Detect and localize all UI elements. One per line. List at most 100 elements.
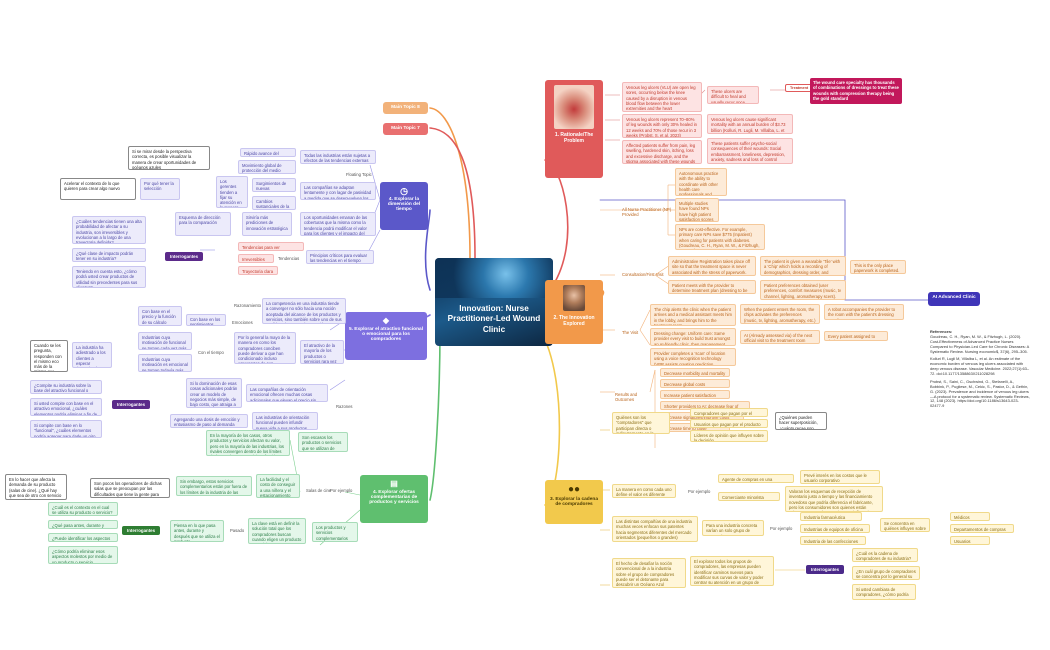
funcional-o[interactable]: Agregando una dosis de emoción y entusia…: [170, 414, 248, 428]
funcional-d[interactable]: Con base en los sentimientos: [186, 314, 226, 326]
visit-4[interactable]: Dressing change: Uniform care: Same prov…: [650, 328, 736, 346]
funcional-c[interactable]: Con base en el precio y la función de su…: [138, 306, 182, 326]
cadena-q3b[interactable]: Industria farmacéutica: [800, 512, 862, 521]
funcional-i[interactable]: Industrias cuya motivación de funcional …: [138, 332, 192, 350]
visit-3[interactable]: A robot accompanies the provider to the …: [824, 304, 904, 320]
comp-h[interactable]: En lo hacer que afecta la demanda de su …: [5, 474, 67, 500]
ai-advanced-clinic[interactable]: AI Advanced Clinic: [928, 292, 980, 306]
tiempo-s[interactable]: Trayectoria clara: [238, 266, 278, 275]
consult-1[interactable]: Administrative Registration takes place …: [668, 256, 756, 276]
cadena-q3h[interactable]: Usuarios: [950, 536, 990, 545]
funcional-razones[interactable]: Razones: [336, 404, 353, 409]
tiempo-q[interactable]: Tendencias para ver: [238, 242, 304, 251]
topic-cadena[interactable]: ●● 3. Explorar la cadena de compradores: [545, 480, 603, 524]
funcional-k[interactable]: Cuando se les pregunta, responden con el…: [30, 340, 68, 372]
comp-i3[interactable]: ¿Puede identificar los aspectos molestos…: [48, 533, 118, 542]
topic-complementarias[interactable]: ▤ 4. Explorar ofertas complementarias de…: [360, 475, 428, 523]
np-3[interactable]: NPs are cost-effective. For example, pri…: [675, 224, 765, 250]
comp-c[interactable]: Sin embargo, estos servicios complementa…: [176, 476, 252, 496]
cadena-q4a[interactable]: El explorar todos los grupos de comprado…: [690, 556, 774, 586]
comp-pasado[interactable]: Pasado: [230, 528, 245, 533]
funcional-p[interactable]: Las industrias de orientación funcional …: [252, 412, 318, 430]
comp-g[interactable]: Son pocos los operadores de dichas salas…: [90, 478, 170, 498]
cadena-q3[interactable]: Las distintas compañías de una industria…: [612, 516, 698, 542]
cadena-q1d[interactable]: ¿Quiénes pueden hacer superposición, ¿cu…: [775, 412, 827, 430]
funcional-n[interactable]: Las compañías de orientación emocional o…: [246, 384, 328, 402]
cadena-q3c[interactable]: Industrias de equipos de oficina: [800, 524, 870, 533]
comp-i2[interactable]: ¿Qué pasa antes, durante y después?: [48, 520, 118, 529]
tiempo-h[interactable]: Los gerentes tienden a fijar su atención…: [216, 176, 248, 208]
comp-interrogantes[interactable]: Interrogantes: [122, 526, 161, 535]
cadena-interrogantes[interactable]: Interrogantes: [806, 565, 845, 574]
funcional-con-tiempo[interactable]: Con el tiempo: [198, 350, 224, 355]
tiempo-l[interactable]: Sirviría más prediciones de innovación e…: [242, 212, 292, 236]
tiempo-t[interactable]: Tendencias: [278, 256, 300, 261]
funcional-l[interactable]: La industria ha adiestrado a los cliente…: [72, 342, 112, 368]
rationale-b6[interactable]: These patients suffer psycho-social cons…: [707, 138, 793, 164]
cadena-q2a[interactable]: Agente de compras en una corporación: [718, 474, 794, 483]
topic-rationale[interactable]: 1. Rationale/The Problem: [545, 80, 603, 178]
topic-innovation[interactable]: 2. The Innovation Explored: [545, 280, 603, 344]
comp-ejemplo[interactable]: Por ejemplo: [330, 488, 353, 493]
cadena-q2d[interactable]: Valoran los esquemas de recepción de inv…: [785, 486, 883, 512]
comp-salas-cine[interactable]: Salas de cine: [306, 488, 332, 493]
topic-tiempo[interactable]: ◷ 4. Explorar la dimensión del tiempo: [380, 182, 428, 230]
rationale-b3[interactable]: Venous leg ulcers represent 70–80% of le…: [622, 114, 702, 138]
treatment-note[interactable]: The wound care specialty has thousands o…: [810, 78, 902, 104]
the-visit[interactable]: The Visit: [622, 330, 639, 335]
visit-2[interactable]: When the patient enters the room, the ch…: [740, 304, 820, 324]
cadena-ejemplo-2[interactable]: Por ejemplo: [770, 526, 793, 531]
funcional-emociones[interactable]: Emociones: [232, 320, 253, 325]
cadena-q1b[interactable]: Usuarios que pagan por el producto: [690, 419, 768, 428]
cadena-q4[interactable]: El hecho de desafiar la noción convencio…: [612, 558, 686, 588]
floating-topic[interactable]: Floating Topic: [346, 172, 372, 177]
rationale-b2[interactable]: These ulcers are difficult to heal and u…: [707, 86, 759, 104]
tiempo-c[interactable]: Si se mirar desde la perspectiva correct…: [128, 146, 210, 170]
rationale-b1[interactable]: Venous leg ulcers (VLU) are open leg sor…: [622, 82, 702, 112]
tiempo-n[interactable]: ¿Cuáles tendencias tienen una alta proba…: [72, 216, 146, 244]
np-1[interactable]: Autonomous practice with the ability to …: [675, 168, 727, 196]
comp-b[interactable]: Son escasos los productos o servicios qu…: [298, 432, 348, 452]
consult-3[interactable]: This is the only place paperwork is comp…: [850, 260, 906, 274]
funcional-b[interactable]: La competencia en una industria tiende a…: [262, 298, 346, 324]
outcomes[interactable]: Results and Outcomes: [615, 392, 638, 403]
comp-a[interactable]: En la mayoría de los casos, otros produc…: [206, 430, 290, 456]
cadena-q3e[interactable]: Se concentra en quiénes influyen sobre l…: [880, 518, 930, 532]
funcional-interrogantes[interactable]: Interrogantes: [112, 400, 151, 409]
cadena-i1[interactable]: ¿Cuál es la cadena de compradores de su …: [852, 548, 918, 562]
tiempo-f[interactable]: Cambios sustanciales de la norma: [252, 196, 296, 210]
comp-i1[interactable]: ¿Cuál es el contexto en el cual se utili…: [48, 502, 118, 516]
cadena-q3a[interactable]: Para una industria concreta varían un so…: [702, 520, 764, 536]
tiempo-o[interactable]: ¿Qué clase de impacto podrán tener en su…: [72, 248, 146, 262]
consult-5[interactable]: Patient preferences obtained (user prefe…: [760, 280, 846, 300]
topic-funcional[interactable]: ◆ 5. Explorar el atractivo funcional o e…: [345, 312, 427, 360]
consult-4[interactable]: Patient meets with the provider to deter…: [668, 280, 756, 294]
tiempo-k[interactable]: Esquema de dirección para la comparación: [175, 212, 231, 236]
cadena-q1[interactable]: Quiénes son los "compradores" que partic…: [612, 412, 670, 434]
rationale-b5[interactable]: Affected patients suffer from pain, leg …: [622, 140, 702, 164]
main-topic-7[interactable]: Main Topic 7: [383, 123, 428, 135]
outcome-1[interactable]: Decrease morbidity and mortality: [660, 368, 730, 377]
comp-i[interactable]: Piensa en lo que pasa antes, durante y d…: [170, 520, 224, 542]
funcional-g[interactable]: El atractivo de la mayoría de los produc…: [300, 340, 344, 364]
tiempo-r[interactable]: Irreversibles: [238, 254, 274, 263]
cadena-q1a[interactable]: Compradores que pagan por el producto: [690, 408, 768, 417]
tiempo-j[interactable]: Acelerar el contexto de lo que quieren p…: [60, 178, 136, 200]
outcome-2[interactable]: Decrease global costs: [660, 379, 730, 388]
funcional-j[interactable]: Industrias cuya motivación es emocional …: [138, 354, 192, 372]
funcional-m[interactable]: Si lo dominación de esas cosas adicional…: [186, 378, 242, 408]
tiempo-g[interactable]: Las compañías se adaptan lentamente y co…: [300, 182, 376, 200]
outcome-3[interactable]: Increase patient satisfaction: [660, 390, 730, 399]
tiempo-u[interactable]: Principios críticos para evaluar las ten…: [306, 250, 374, 264]
tiempo-e[interactable]: Surgimientos de nuevas tecnologías: [252, 178, 296, 192]
cadena-ejemplo[interactable]: Por ejemplo: [688, 489, 711, 494]
tiempo-p[interactable]: Teniendo en cuenta esto, ¿cómo podrá ust…: [72, 266, 146, 288]
tiempo-interrogantes[interactable]: Interrogantes: [165, 252, 204, 261]
main-topic-8[interactable]: Main Topic 8: [383, 102, 428, 114]
funcional-i2[interactable]: Si usted compite con base en el atractiv…: [30, 398, 102, 416]
cadena-i3[interactable]: Si usted cambiara de compradores, ¿cómo …: [852, 584, 916, 600]
funcional-i1[interactable]: ¿Compite su industria sobre la base del …: [30, 380, 102, 394]
funcional-f[interactable]: Por lo general la mayo de la manera en c…: [234, 332, 296, 364]
comp-d[interactable]: La facilidad y el costo de conseguir a u…: [256, 474, 300, 498]
cadena-q2[interactable]: La manera en como cada uno define el val…: [612, 484, 676, 498]
